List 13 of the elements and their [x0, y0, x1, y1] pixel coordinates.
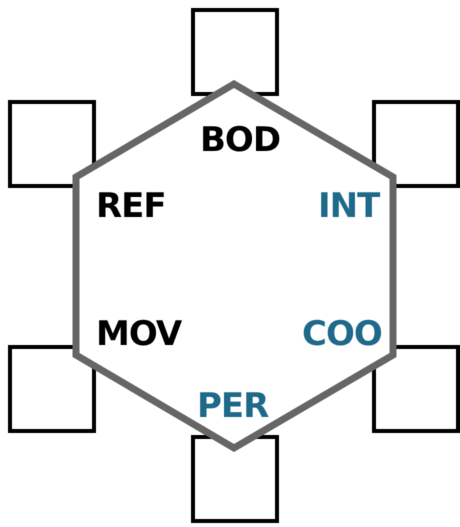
- vertex-label: BOD: [200, 122, 280, 158]
- square-box: [191, 435, 279, 523]
- square-box: [372, 100, 460, 188]
- square-box: [372, 345, 460, 433]
- vertex-label: PER: [197, 388, 268, 424]
- vertex-label: MOV: [96, 316, 182, 352]
- vertex-label: REF: [96, 188, 166, 224]
- square-box: [191, 8, 279, 96]
- vertex-label: INT: [318, 188, 380, 224]
- square-box: [8, 345, 96, 433]
- square-box: [8, 100, 96, 188]
- vertex-label: COO: [302, 316, 382, 352]
- hexagon: [72, 80, 397, 452]
